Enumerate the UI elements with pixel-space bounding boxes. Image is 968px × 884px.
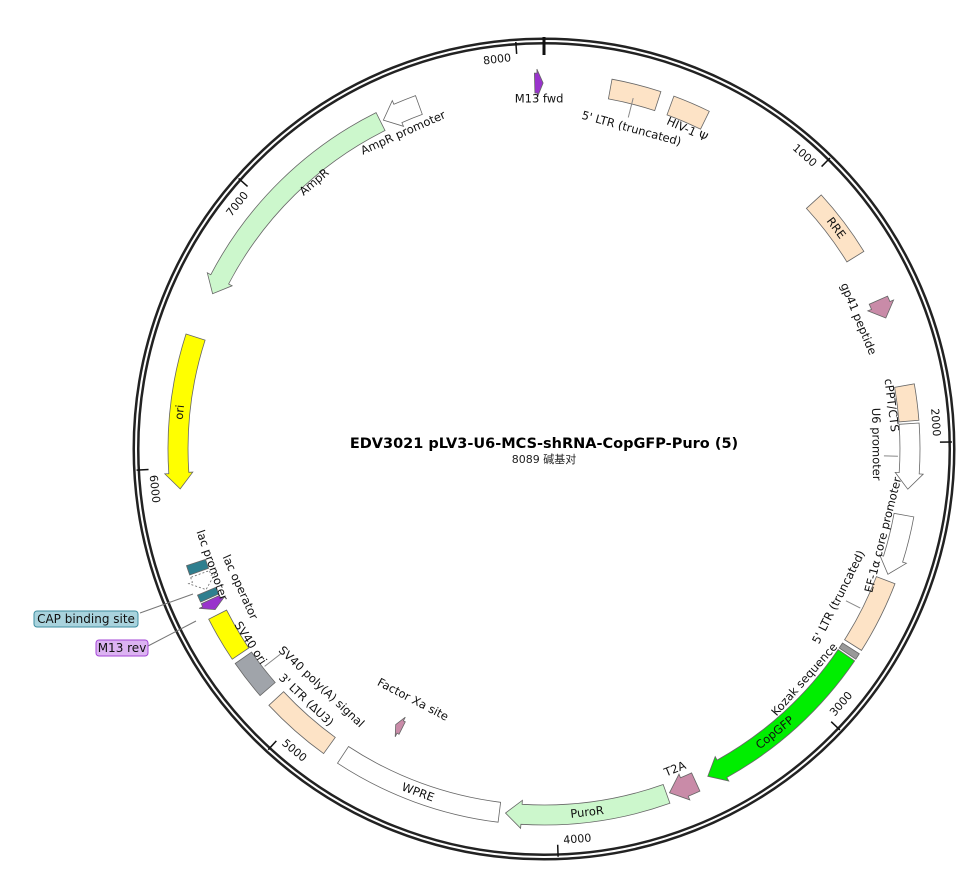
feature-ori[interactable] [163,333,206,490]
tick-mark [267,740,277,751]
tick-mark [238,177,249,187]
feature-wpre[interactable] [336,745,502,823]
feature-hiv-1[interactable] [666,95,710,130]
m13rev-callout-label: M13 rev [98,641,147,655]
features [163,68,925,830]
leader-line [264,653,281,667]
feature-copgfp[interactable] [707,649,856,782]
feature-sv40-ori[interactable] [208,609,250,660]
callouts: CAP binding site M13 rev [33,593,197,657]
tick-label: 2000 [928,408,943,437]
tick-mark [515,41,518,54]
tick-mark [136,468,149,471]
tick-label: 4000 [563,831,592,846]
tick-label: 6000 [147,474,163,503]
leader-line [845,600,861,609]
feature-5-ltr-truncated[interactable] [607,78,662,112]
feature-ampr-promoter[interactable] [382,95,423,127]
tick-mark [821,157,831,168]
feature-lac-promoter[interactable] [187,570,216,591]
feature-sv40-poly-a-signal[interactable] [234,651,276,697]
feature-gp41-peptide[interactable] [866,295,895,319]
feature-cppt-cts[interactable] [894,383,920,423]
tick-label: 8000 [482,51,511,67]
feature-3-ltr-u3[interactable] [268,691,336,755]
m13rev-leader-line [147,620,197,647]
feature-label-u6-promoter: U6 promoter [869,408,884,481]
feature-ampr[interactable] [206,112,386,295]
feature-label-ori: ori [172,404,187,420]
cap-leader-line [139,593,194,614]
feature-label-factor-xa-site: Factor Xa site [375,675,451,724]
plasmid-length: 8089 碱基对 [512,452,577,466]
tick-mark [830,721,841,731]
feature-puror[interactable] [504,783,671,830]
feature-m13-rev[interactable] [198,594,225,611]
feature-rre[interactable] [805,194,865,263]
feature-label-gp41-peptide: gp41 peptide [838,281,880,357]
feature-5-ltr-truncated[interactable] [844,576,896,651]
cap-callout-box[interactable] [33,610,139,628]
feature-kozak-sequence[interactable] [838,642,860,660]
feature-u6-promoter[interactable] [894,422,925,490]
feature-t2a[interactable] [668,772,701,801]
feature-label-puror: PuroR [570,803,605,821]
leader-line [627,98,634,118]
feature-label-cppt-cts: cPPT/CTS [882,378,903,433]
feature-m13-fwd[interactable] [533,68,544,98]
feature-factor-xa-site[interactable] [394,716,406,737]
m13rev-callout-box[interactable] [95,639,149,657]
feature-label-m13-fwd: M13 fwd [515,92,564,106]
cap-callout-label: CAP binding site [37,612,135,626]
feature-ef-1-core-promoter[interactable] [878,512,915,575]
plasmid-title: EDV3021 pLV3-U6-MCS-shRNA-CopGFP-Puro (5… [350,436,738,452]
feature-lac-operator[interactable] [196,586,220,603]
feature-cap-binding-site[interactable] [185,558,210,576]
